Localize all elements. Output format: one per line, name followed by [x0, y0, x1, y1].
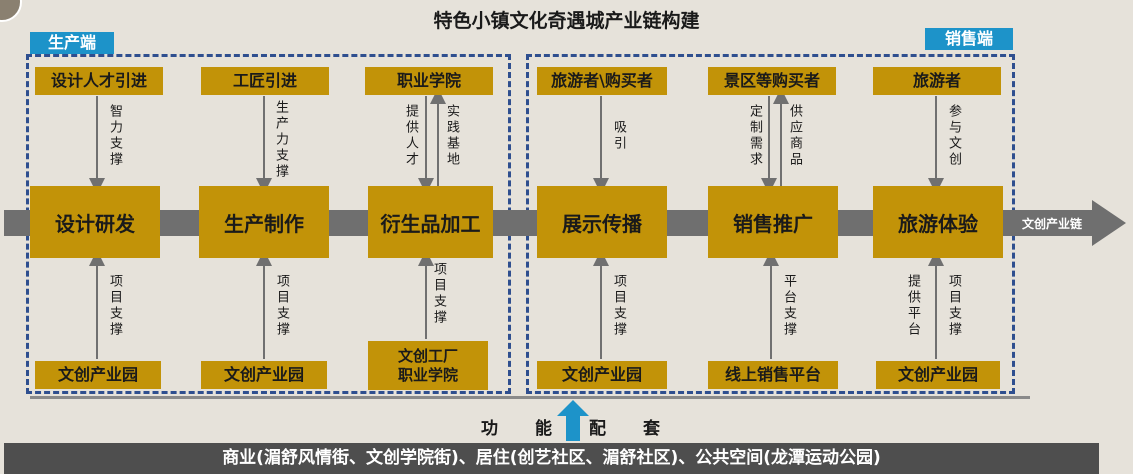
link-label-top-1: 智力支撑: [107, 104, 122, 168]
top-input-1: 设计人才引进: [35, 67, 163, 95]
link-label-top-6: 参与文创: [946, 104, 961, 168]
bottom-support-6: 文创产业园: [876, 361, 1000, 389]
function-label-char-4: 套: [643, 419, 660, 439]
production-side-tag: 生产端: [30, 32, 114, 54]
link-label-bottom-6-left: 提供平台: [905, 274, 920, 338]
top-input-2: 工匠引进: [201, 67, 329, 95]
link-label-top-5-up: 供应商品: [787, 104, 802, 168]
bottom-support-5: 线上销售平台: [708, 361, 838, 389]
top-input-5: 景区等购买者: [708, 67, 836, 95]
bottom-support-1: 文创产业园: [35, 361, 161, 389]
link-label-bottom-6-right: 项目支撑: [946, 274, 961, 338]
top-input-6: 旅游者: [873, 67, 1001, 95]
link-label-top-4: 吸引: [611, 120, 626, 152]
link-label-top-3-down: 提供人才: [403, 104, 418, 168]
bottom-support-3: 文创工厂 职业学院: [368, 341, 488, 390]
sales-side-tag: 销售端: [925, 28, 1013, 50]
stage-production: 生产制作: [199, 186, 329, 258]
page-title: 特色小镇文化奇遇城产业链构建: [433, 10, 700, 32]
function-separator-line: [30, 396, 1030, 399]
stage-tourism-experience: 旅游体验: [873, 186, 1003, 258]
function-label-char-1: 功: [481, 419, 498, 439]
stage-display-promotion: 展示传播: [537, 186, 667, 258]
bottom-support-3-line2: 职业学院: [397, 365, 458, 384]
link-label-bottom-5: 平台支撑: [781, 274, 796, 338]
industry-chain-label: 文创产业链: [1021, 217, 1082, 231]
link-label-bottom-3: 项目支撑: [431, 262, 446, 326]
stage-design-rd: 设计研发: [30, 186, 160, 258]
stage-sales-marketing: 销售推广: [708, 186, 838, 258]
function-label-char-3: 配: [589, 419, 606, 439]
link-label-bottom-4: 项目支撑: [611, 274, 626, 338]
link-label-bottom-2: 项目支撑: [274, 274, 289, 338]
supporting-facilities-bar: 商业(湄舒风情街、文创学院街)、居住(创艺社区、湄舒社区)、公共空间(龙潭运动公…: [4, 443, 1099, 474]
up-arrow-icon: [557, 400, 589, 441]
top-input-4: 旅游者\购买者: [537, 67, 667, 95]
link-label-top-3-up: 实践基地: [444, 104, 459, 168]
link-label-top-5-down: 定制需求: [747, 104, 762, 168]
bottom-support-2: 文创产业园: [201, 361, 327, 389]
link-label-top-2: 生产力支撑: [273, 100, 288, 180]
stage-derivative-processing: 衍生品加工: [368, 186, 493, 258]
link-label-bottom-1: 项目支撑: [107, 274, 122, 338]
function-label-char-2: 能: [535, 419, 552, 439]
industry-chain-arrowhead: [1092, 200, 1126, 246]
bottom-support-4: 文创产业园: [537, 361, 667, 389]
bottom-support-3-line1: 文创工厂: [397, 346, 458, 365]
top-input-3: 职业学院: [365, 67, 493, 95]
